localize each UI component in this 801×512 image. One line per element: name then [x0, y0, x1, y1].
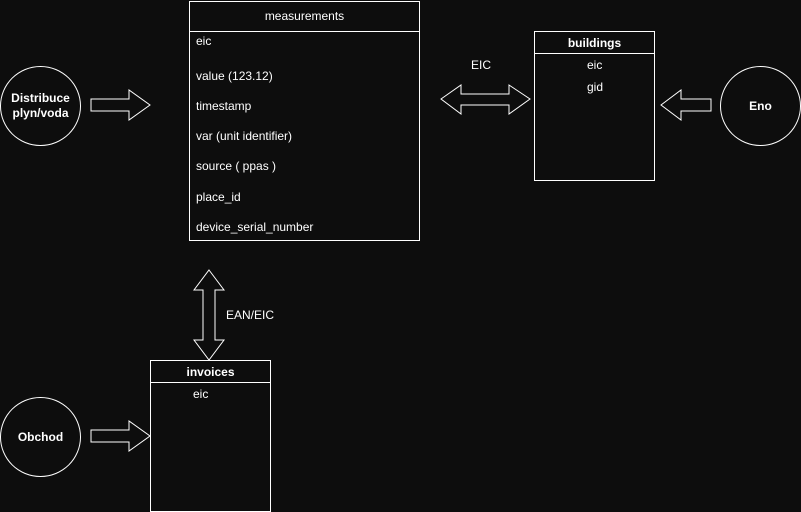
- arrow-obchod-to-invoices: [90, 420, 151, 452]
- source-distribuce-line1: Distribuce: [11, 91, 70, 105]
- entity-buildings[interactable]: buildings eic gid: [534, 31, 655, 181]
- entity-invoices-title: invoices: [151, 361, 270, 383]
- field-buildings-eic: eic: [587, 58, 603, 72]
- arrow-measurements-buildings: [440, 84, 531, 115]
- entity-measurements[interactable]: measurements eic value (123.12) timestam…: [189, 1, 420, 241]
- entity-buildings-title: buildings: [535, 32, 654, 54]
- source-distribuce[interactable]: Distribuce plyn/voda: [0, 66, 81, 146]
- entity-measurements-title-text: measurements: [264, 9, 345, 23]
- field-measurements-value: value (123.12): [196, 69, 273, 83]
- source-eno[interactable]: Eno: [720, 66, 801, 146]
- source-eno-label: Eno: [749, 98, 772, 113]
- entity-measurements-title: measurements: [190, 2, 419, 32]
- source-distribuce-line2: plyn/voda: [12, 106, 69, 120]
- connector-label-ean-eic: EAN/EIC: [226, 308, 275, 322]
- field-measurements-eic: eic: [196, 34, 212, 48]
- field-invoices-eic: eic: [193, 387, 209, 401]
- field-measurements-source: source ( ppas ): [196, 159, 277, 173]
- source-obchod[interactable]: Obchod: [0, 397, 81, 477]
- arrow-eno-to-buildings: [660, 89, 712, 121]
- field-measurements-var: var (unit identifier): [196, 129, 293, 143]
- connector-label-eic: EIC: [471, 58, 492, 72]
- field-measurements-device-serial: device_serial_number: [196, 220, 314, 234]
- source-obchod-label: Obchod: [17, 429, 64, 444]
- arrow-measurements-invoices: [193, 269, 225, 361]
- arrow-distribuce-to-measurements: [90, 89, 151, 121]
- entity-invoices[interactable]: invoices eic: [150, 360, 271, 512]
- field-measurements-place-id: place_id: [196, 190, 241, 204]
- entity-invoices-title-text: invoices: [186, 365, 235, 379]
- entity-buildings-title-text: buildings: [567, 36, 622, 50]
- field-measurements-timestamp: timestamp: [196, 99, 252, 113]
- field-buildings-gid: gid: [587, 80, 604, 94]
